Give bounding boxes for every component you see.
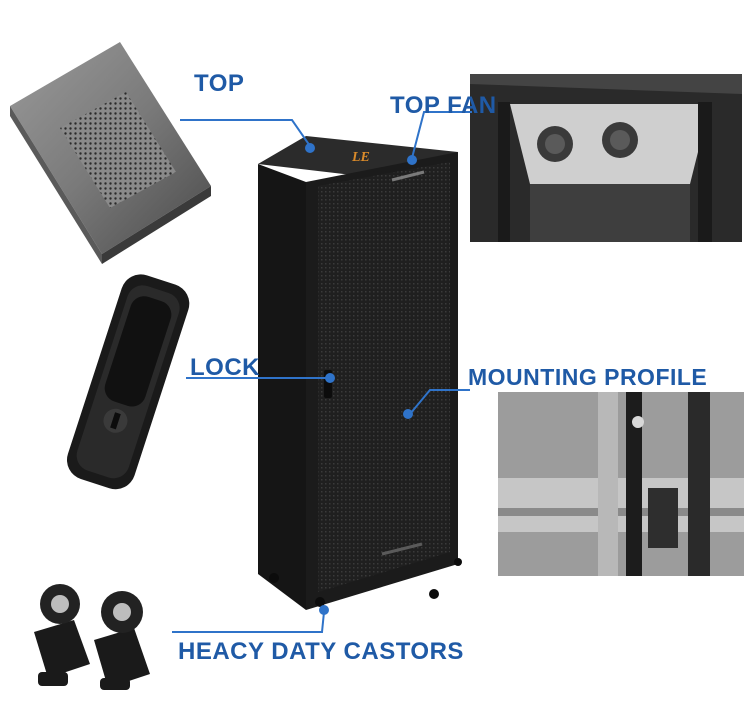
lock-image (66, 274, 190, 490)
callout-line-mounting-profile (409, 389, 470, 415)
cabinet-image (258, 136, 462, 610)
callout-dot-castors (319, 605, 329, 615)
label-top: TOP (194, 70, 245, 97)
label-castors: HEACY DATY CASTORS (178, 638, 464, 665)
top-fan-image (470, 74, 742, 242)
callout-line-top-fan (411, 111, 472, 159)
top-panel-image (10, 42, 211, 264)
callout-dot-top-fan (407, 155, 417, 165)
callout-dot-mounting-profile (403, 409, 413, 419)
castors-image (34, 584, 150, 690)
label-mounting-profile: MOUNTING PROFILE (468, 364, 708, 390)
brand-logo: LE (352, 150, 370, 165)
label-lock: LOCK (190, 354, 260, 381)
label-top-fan: TOP FAN (390, 92, 497, 119)
callout-line-castors (172, 611, 325, 633)
mounting-profile-image (498, 392, 744, 576)
callout-line-top (180, 119, 311, 147)
callout-dot-lock (325, 373, 335, 383)
callout-dot-top (305, 143, 315, 153)
